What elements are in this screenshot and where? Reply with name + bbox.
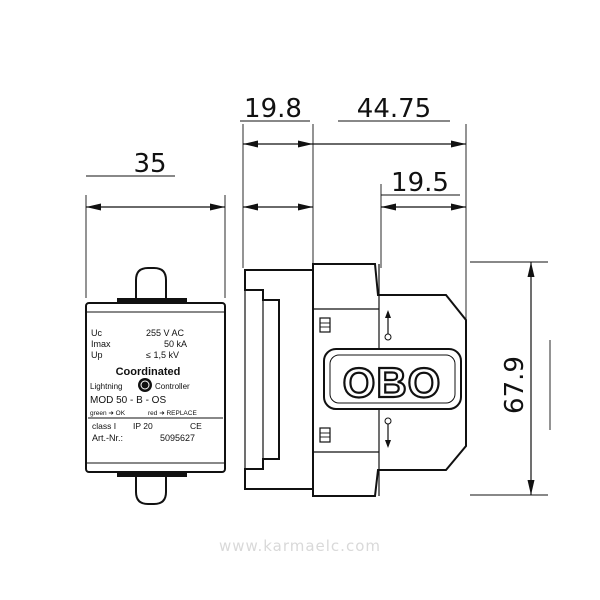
arrow-up-icon: [384, 310, 392, 341]
dimension-offset-top: 19.8: [240, 94, 314, 268]
label-uc-value: 255 V AC: [146, 328, 185, 338]
label-art-number: 5095627: [160, 433, 195, 443]
status-indicator-icon: [138, 378, 152, 392]
label-imax-value: 50 kA: [164, 339, 187, 349]
watermark-text: www.karmaelc.com: [219, 537, 381, 555]
label-controller: Controller: [155, 382, 190, 391]
dimension-label-19-5: 19.5: [391, 168, 449, 198]
arrow-down-icon: [384, 417, 392, 448]
dimension-width-top: 44.75: [313, 94, 467, 330]
dimension-label-44-75: 44.75: [357, 94, 431, 124]
dimension-width-left: 35: [85, 149, 226, 298]
front-view-module: Uc 255 V AC Imax 50 kA Up ≤ 1,5 kV Coord…: [85, 267, 226, 505]
label-up-value: ≤ 1,5 kV: [146, 350, 179, 360]
obo-logo: OBO: [343, 359, 442, 406]
label-art: Art.-Nr.:: [92, 433, 123, 443]
dimension-label-19-8: 19.8: [244, 94, 302, 124]
dimension-height-right: 67.9: [470, 261, 551, 496]
label-status-ok: green ➜ OK: [90, 410, 126, 417]
label-ce: CE: [190, 421, 202, 431]
label-coordinated: Coordinated: [116, 366, 181, 378]
dimension-label-35: 35: [133, 149, 166, 179]
label-model: MOD 50 - B - OS: [90, 395, 166, 406]
dimension-label-67-9: 67.9: [500, 356, 530, 414]
label-up: Up: [91, 350, 103, 360]
label-uc: Uc: [91, 328, 102, 338]
label-status-replace: red ➜ REPLACE: [148, 410, 197, 417]
dimension-offset-right: 19.5: [380, 168, 466, 268]
label-imax: Imax: [91, 339, 111, 349]
side-view-module: OBO: [244, 263, 467, 497]
label-ip: IP 20: [133, 421, 153, 431]
label-class: class I: [92, 421, 116, 431]
label-lightning: Lightning: [90, 382, 122, 391]
